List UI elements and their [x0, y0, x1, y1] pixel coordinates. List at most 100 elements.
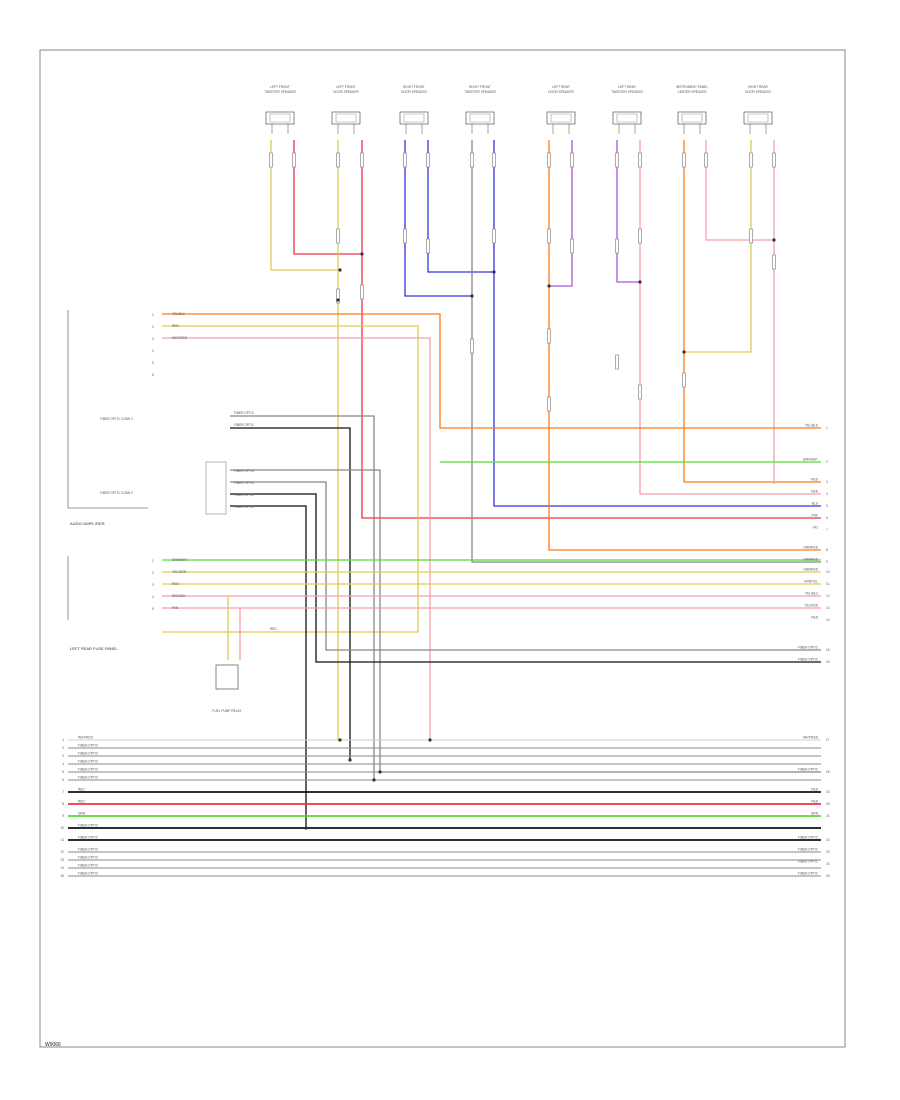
terminal-pin-number: 18 [826, 770, 830, 774]
terminal-pin-number: 13 [826, 606, 830, 610]
speaker-cone-icon [403, 113, 425, 123]
wire-yellow [684, 140, 752, 353]
splice-node [428, 738, 432, 742]
pin-number: 1 [152, 313, 154, 317]
speaker-label: LEFT FRONT [336, 85, 356, 89]
inline-connector [615, 238, 619, 254]
component-label: FIBER OPTIC CONN 2 [100, 491, 133, 495]
terminal-wire-label: PNK [811, 514, 818, 518]
inline-connector [749, 228, 753, 244]
bundle-wire-label: FIBER OPTIC [78, 872, 99, 876]
bundle-wire-label: FIBER OPTIC [78, 836, 99, 840]
inline-connector [547, 228, 551, 244]
speaker-icon [399, 111, 429, 125]
pin-number: 3 [152, 583, 154, 587]
speaker-icon [331, 111, 361, 125]
splice-node [378, 770, 382, 774]
bundle-pin-number: 13 [60, 858, 64, 862]
terminal-pin-number: 6 [826, 516, 828, 520]
inline-connector [570, 238, 574, 254]
relay-icon [215, 664, 239, 690]
terminal-wire-label: RED [811, 616, 818, 620]
bundle-wire-label: FIBER OPTIC [78, 848, 99, 852]
inline-connector [749, 152, 753, 168]
inline-connector [704, 152, 708, 168]
terminal-wire-label: GRN/WHT [803, 458, 818, 462]
wire-layer [68, 140, 821, 877]
inline-connector [426, 152, 430, 168]
bundle-wire-label: FIBER OPTIC [78, 856, 99, 860]
bundle-wire-label: RED [78, 800, 85, 804]
terminal-pin-number: 1 [826, 426, 828, 430]
bundle-wire-label: FIBER OPTIC [78, 768, 99, 772]
bundle-wire-label: FIBER OPTIC [78, 752, 99, 756]
splice-node [470, 294, 474, 298]
terminal-pin-number: 12 [826, 594, 830, 598]
terminal-pin-number: 24 [826, 862, 830, 866]
pin-number: 5 [152, 607, 154, 611]
bundle-pin-number: 11 [61, 838, 65, 842]
speaker-label: TWEETER SPEAKER [264, 90, 296, 94]
terminal-wire-label: FIBER OPTIC [798, 768, 819, 772]
inline-connector [336, 228, 340, 244]
speaker-cone-icon [616, 113, 638, 123]
inline-connector [615, 152, 619, 168]
terminal-pin-number: 5 [826, 504, 828, 508]
inline-connector [360, 152, 364, 168]
diagram-frame [39, 49, 846, 1048]
terminal-wire-label: GRN/RED [803, 568, 818, 572]
inline-connector [547, 396, 551, 412]
splice-node [304, 826, 308, 830]
inline-connector [336, 288, 340, 304]
terminal-pin-number: 20 [826, 802, 830, 806]
bundle-pin-number: 1 [62, 738, 64, 742]
terminal-wire-label: GRN/YEL [804, 580, 818, 584]
inline-connector [772, 254, 776, 270]
inline-connector [336, 152, 340, 168]
bundle-pin-number: 12 [60, 850, 64, 854]
pin-number: 5 [152, 361, 154, 365]
bundle-wire-label: RED [78, 788, 85, 792]
speaker-label: DOOR SPEAKER [401, 90, 427, 94]
inline-connector [638, 228, 642, 244]
bundle-pin-number: 10 [60, 826, 64, 830]
bundle-pin-number: 7 [62, 790, 64, 794]
pin-number: 3 [152, 337, 154, 341]
speaker-cone-icon [550, 113, 572, 123]
terminal-pin-number: 14 [826, 618, 830, 622]
wire-yellow [270, 140, 340, 271]
component-label: FIBER OPTIC CONN 1 [100, 417, 133, 421]
splice-node [348, 758, 352, 762]
splice-node [372, 778, 376, 782]
splice-node [547, 284, 551, 288]
terminal-pin-number: 4 [826, 492, 828, 496]
speaker-label: DOOR SPEAKER [745, 90, 771, 94]
speaker-icon [265, 111, 295, 125]
terminal-label-group: YEL/BLK1GRN/WHT2RED3RED4BLU5PNK6VIO7ORN/… [798, 424, 830, 879]
speaker-label: DOOR SPEAKER [548, 90, 574, 94]
pin-number: 4 [152, 349, 154, 353]
pin-wire-label: RED [172, 582, 179, 586]
terminal-wire-label: FIBER OPTIC [798, 836, 819, 840]
component-label: AUDIO AMPLIFIER [70, 521, 105, 526]
inline-connector [772, 152, 776, 168]
inline-connector [403, 228, 407, 244]
pin-wire-label: PNK [172, 606, 179, 610]
terminal-wire-label: FIBER OPTIC [798, 860, 819, 864]
wire-blue [404, 140, 472, 297]
inline-connector [426, 238, 430, 254]
pin-wire-label: YEL/GRN [172, 570, 187, 574]
terminal-wire-label: RED [811, 788, 818, 792]
bundle-pin-number: 2 [62, 746, 64, 750]
component-label: LEFT REAR FUSE PANEL [70, 646, 118, 651]
inline-connector [470, 152, 474, 168]
speaker-label: CENTER SPEAKER [677, 90, 707, 94]
speaker-label: RIGHT FRONT [403, 85, 425, 89]
